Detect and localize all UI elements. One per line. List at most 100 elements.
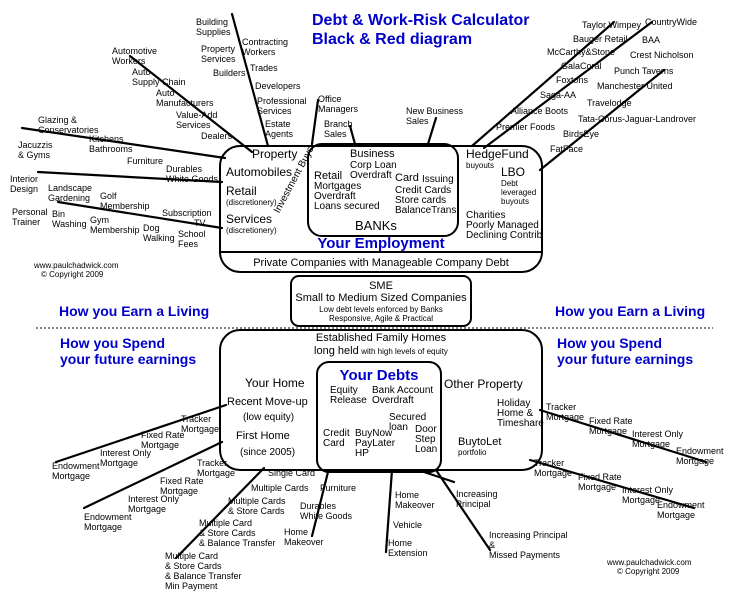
emp-lbo: LBO bbox=[501, 165, 526, 179]
buytolet-portfolio: portfolio bbox=[458, 448, 487, 457]
employment-footer: Private Companies with Manageable Compan… bbox=[253, 257, 509, 269]
label-fatface: FatFace bbox=[550, 144, 584, 154]
label-multiple-cards: Multiple Cards bbox=[251, 483, 309, 493]
homes-established: Established Family Homes bbox=[315, 332, 447, 344]
label-taylor: Taylor Wimpey bbox=[582, 20, 642, 30]
sme-title: SME bbox=[369, 280, 393, 292]
bank-store-cards: Store cards bbox=[395, 195, 447, 206]
label-alliance: Alliance Boots bbox=[511, 106, 569, 116]
sme-sub2: Responsive, Agile & Practical bbox=[328, 314, 434, 323]
diagram-title: Debt & Work-Risk Calculator bbox=[312, 12, 530, 29]
emp-property: Property bbox=[252, 147, 298, 161]
debt-door: Door bbox=[415, 424, 437, 435]
debt-loan2: Loan bbox=[415, 444, 438, 455]
label-multi-store: Multiple Cards& Store Cards bbox=[228, 496, 286, 516]
bank-corp-loan: Corp Loan bbox=[350, 160, 397, 171]
emp-services: Services bbox=[226, 212, 273, 226]
emp-charities: Charities bbox=[466, 210, 506, 221]
debt-bank-account: Bank Account bbox=[372, 385, 434, 396]
emp-hedgefund: HedgeFund bbox=[466, 147, 529, 161]
your-home: Your Home bbox=[245, 376, 305, 390]
debt-secured: Secured bbox=[389, 412, 427, 423]
label-glazing: Glazing &Conservatories bbox=[38, 115, 99, 135]
home-since: (since 2005) bbox=[240, 447, 296, 458]
label-tata: Tata-Corus-Jaguar-Landrover bbox=[578, 114, 697, 124]
buytolet: BuytoLet bbox=[458, 436, 502, 448]
bank-loans-secured: Loans secured bbox=[314, 201, 380, 212]
holiday-line1: Holiday bbox=[497, 398, 531, 409]
debt-buynow: BuyNow bbox=[355, 428, 393, 439]
emp-retail: Retail bbox=[226, 184, 257, 198]
holiday-line3: Timeshare bbox=[497, 418, 544, 429]
label-travelodge: Travelodge bbox=[587, 98, 632, 108]
bank-credit-cards: Credit Cards bbox=[395, 185, 452, 196]
debt-release: Release bbox=[330, 395, 367, 406]
emp-services-sub: (discretionery) bbox=[226, 226, 277, 235]
emp-buyouts: buyouts bbox=[466, 161, 495, 170]
label-furniture: Furniture bbox=[127, 156, 164, 166]
homes-held: long held with high levels of equity bbox=[314, 345, 448, 357]
label-trades: Trades bbox=[250, 63, 278, 73]
your-employment-heading: Your Employment bbox=[317, 235, 445, 252]
label-jacuzzis: Jacuzzis& Gyms bbox=[18, 140, 53, 160]
emp-buyouts2: buyouts bbox=[501, 197, 530, 206]
holiday-line2: Home & bbox=[497, 408, 534, 419]
debt-overdraft: Overdraft bbox=[372, 395, 414, 406]
bank-overdraft: Overdraft bbox=[314, 191, 356, 202]
debt-credit: Credit bbox=[323, 428, 350, 439]
label-countrywide: CountryWide bbox=[645, 17, 698, 27]
other-property: Other Property bbox=[444, 377, 523, 391]
label-bauger: Bauger Retail bbox=[573, 34, 628, 44]
earn-label-left: How you Earn a Living bbox=[59, 303, 210, 319]
label-foxtons: Foxtons bbox=[556, 75, 589, 85]
debt-hp: HP bbox=[355, 448, 369, 459]
label-builders: Builders bbox=[213, 68, 246, 78]
label-saga: Saga-AA bbox=[540, 90, 577, 100]
bank-balance-trans: BalanceTrans bbox=[395, 205, 457, 216]
copyright-url-top: www.paulchadwick.com bbox=[34, 261, 119, 270]
bank-business: Business bbox=[350, 148, 395, 160]
emp-automobiles: Automobiles bbox=[226, 165, 293, 179]
debt-step: Step bbox=[415, 434, 436, 445]
debt-card: Card bbox=[323, 438, 345, 449]
label-dealers: Dealers bbox=[201, 131, 233, 141]
banks-label: BANKs bbox=[355, 218, 397, 233]
bank-overdraft-biz: Overdraft bbox=[350, 170, 392, 181]
home-recent: Recent Move-up bbox=[227, 396, 308, 408]
label-birdseye: BirdsEye bbox=[563, 129, 600, 139]
debt-paylater: PayLater bbox=[355, 438, 396, 449]
debt-equity: Equity bbox=[330, 385, 358, 396]
label-multi-min: Multiple Card& Store Cards& Balance Tran… bbox=[165, 551, 242, 591]
